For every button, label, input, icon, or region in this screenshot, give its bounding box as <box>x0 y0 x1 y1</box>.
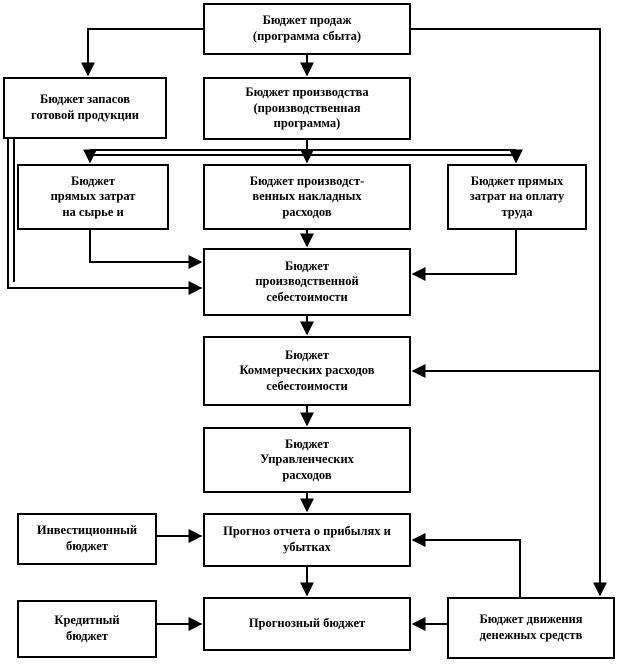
node-commercial-budget: Бюджет Коммерческих расходов себестоимос… <box>203 336 411 406</box>
node-sales-budget-label: Бюджет продаж (программа сбыта) <box>252 13 362 43</box>
node-inventory-budget-label: Бюджет запасов готовой продукции <box>30 92 140 122</box>
node-admin-budget: Бюджет Управленческих расходов <box>203 427 411 493</box>
node-forecast-budget-label: Прогнозный бюджет <box>248 616 366 631</box>
node-admin-budget-label: Бюджет Управленческих расходов <box>260 436 354 482</box>
node-investment-budget: Инвестиционный бюджет <box>17 513 157 565</box>
arrow-cashflow-to-profit <box>411 533 521 597</box>
arrow-sales-to-cashflow <box>411 28 607 597</box>
node-overhead-budget-label: Бюджет производст- венных накладных расх… <box>249 173 365 219</box>
arrow-sales-to-inventory <box>81 28 203 77</box>
node-production-cost-budget: Бюджет производственной себестоимости <box>203 248 411 316</box>
node-profit-forecast: Прогноз отчета о прибылях и убытках <box>203 513 411 567</box>
node-labor-budget: Бюджет прямых затрат на оплату труда <box>447 164 587 230</box>
node-investment-budget-label: Инвестиционный бюджет <box>36 523 138 553</box>
arrow-materials-to-cost <box>89 230 203 269</box>
arrow-inventory-to-cost-1 <box>7 139 203 295</box>
node-production-budget-label: Бюджет производства (производственная пр… <box>245 85 369 131</box>
node-forecast-budget: Прогнозный бюджет <box>203 597 411 651</box>
node-materials-budget-label: Бюджет прямых затрат на сырье и <box>50 173 136 219</box>
node-labor-budget-label: Бюджет прямых затрат на оплату труда <box>469 173 565 219</box>
node-production-cost-budget-label: Бюджет производственной себестоимости <box>255 258 359 304</box>
node-production-budget: Бюджет производства (производственная пр… <box>203 77 411 140</box>
arrow-labor-to-cost <box>411 230 517 281</box>
node-inventory-budget: Бюджет запасов готовой продукции <box>3 77 167 139</box>
node-credit-budget-label: Кредитный бюджет <box>54 613 120 643</box>
node-profit-forecast-label: Прогноз отчета о прибылях и убытках <box>223 524 391 554</box>
node-cash-flow-budget: Бюджет движения денежных средств <box>447 597 615 659</box>
node-commercial-budget-label: Бюджет Коммерческих расходов себестоимос… <box>239 347 375 393</box>
node-sales-budget: Бюджет продаж (программа сбыта) <box>203 3 411 55</box>
node-materials-budget: Бюджет прямых затрат на сырье и <box>17 164 169 230</box>
node-cash-flow-budget-label: Бюджет движения денежных средств <box>479 612 583 642</box>
node-overhead-budget: Бюджет производст- венных накладных расх… <box>203 164 411 230</box>
node-credit-budget: Кредитный бюджет <box>17 600 157 658</box>
